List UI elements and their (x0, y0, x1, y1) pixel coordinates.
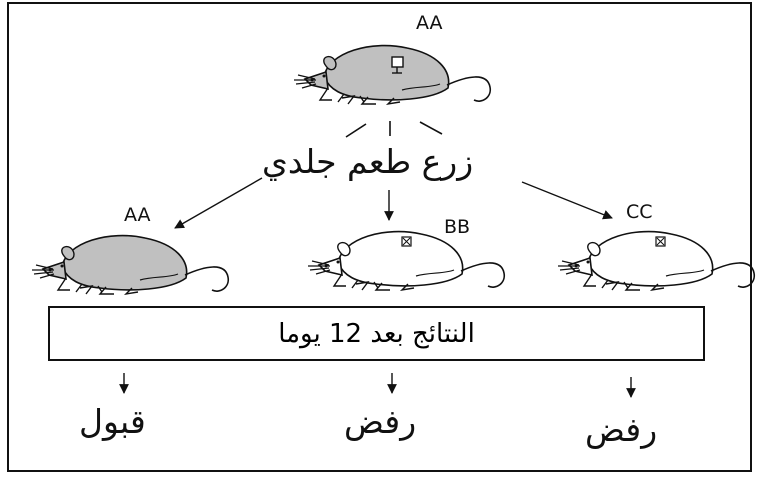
results-label: النتائج بعد 12 يوما (278, 318, 475, 349)
graft-site-marker (391, 56, 404, 74)
outcome-label: رفض (344, 402, 417, 441)
recipient-genotype-label: BB (444, 216, 471, 238)
recipient-mouse-aa (31, 234, 230, 295)
graft-split-lines (345, 121, 443, 138)
outcome-label: رفض (585, 410, 658, 449)
recipient-genotype-label: CC (626, 201, 653, 223)
outcome-label: قبول (79, 402, 146, 441)
arrow-to-recipient-aa (174, 177, 263, 229)
recipient-genotype-label: AA (124, 204, 151, 226)
arrow-to-recipient-cc (521, 181, 613, 220)
donor-mouse (293, 44, 492, 105)
donor-genotype-label: AA (416, 12, 443, 34)
results-box: النتائج بعد 12 يوما (48, 306, 705, 361)
procedure-label: زرع طعم جلدي (262, 142, 474, 181)
outcome-arrows (119, 373, 636, 398)
